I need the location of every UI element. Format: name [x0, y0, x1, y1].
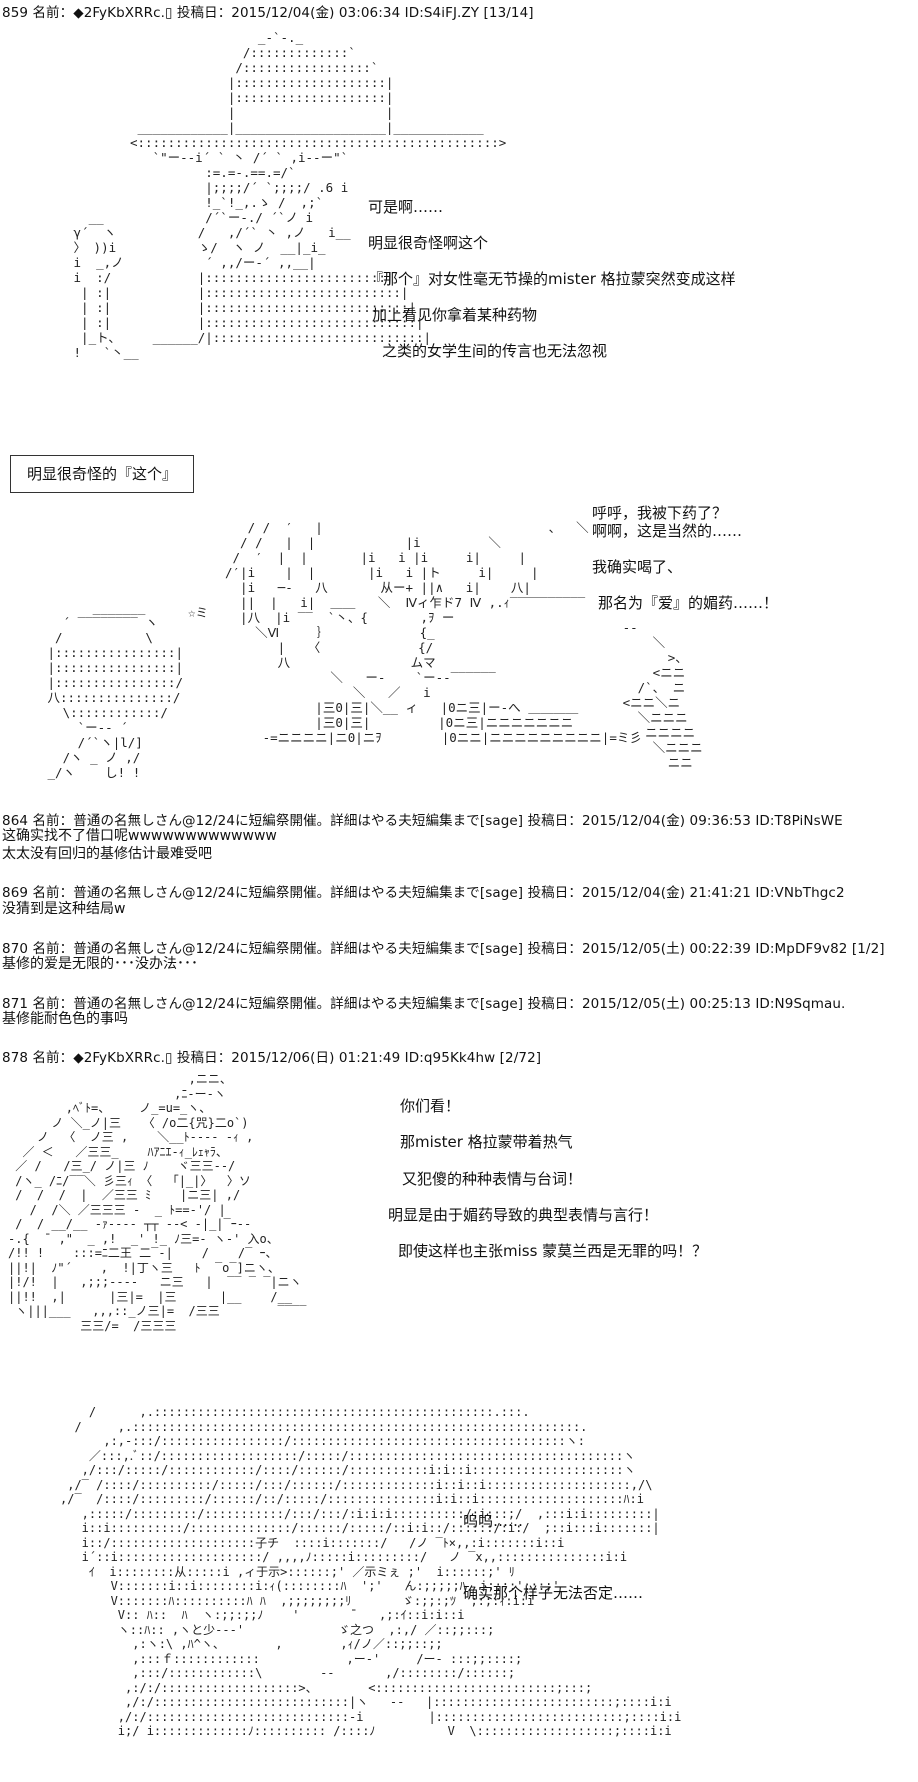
post-body-869: 没猜到是这种结局w — [2, 901, 126, 917]
ascii-art-scene-right: ‐‐ ＼ >、 <ニニ /`、 ニ <ニニ＼ニ ＼ニニニ ニニニニ ＼ニニニ ニ… — [622, 620, 703, 770]
dialogue-line: 呼呼，我被下药了？ — [592, 504, 728, 522]
dialogue-line: 明显是由于媚药导致的典型表情与言行！ — [388, 1206, 659, 1224]
post-body-870: 基修的爱是无限的･･･没办法･･･ — [2, 956, 198, 972]
post-header-859: 859 名前：◆2FyKbXRRc.▯ 投稿日：2015/12/04(金) 03… — [2, 5, 534, 21]
post-header-864: 864 名前：普通の名無しさん@12/24に短編祭開催。詳細はやる夫短編集まで[… — [2, 813, 843, 829]
ascii-art-crying-girl: / ,.::::::::::::::::::::::::::::::::::::… — [60, 1405, 682, 1738]
post-body-864: 太太没有回归的基修估计最难受吧 — [2, 846, 212, 862]
dialogue-line: 我确实喝了、 — [592, 558, 683, 576]
post-header-869: 869 名前：普通の名無しさん@12/24に短編祭開催。詳細はやる夫短編集まで[… — [2, 885, 845, 901]
dialogue-line: 那名为『爱』的媚药……！ — [598, 594, 779, 612]
dialogue-line: 加上看见你拿着某种药物 — [372, 306, 538, 324]
dialogue-line: 确实那个样子无法否定…… — [463, 1584, 644, 1602]
ascii-art-dramatic-scene: / / ′ | 、 ＼ / / | | |i ＼ / ′ | | |i i |i… — [225, 520, 642, 745]
caption-box: 明显很奇怪的『这个』 — [10, 455, 195, 493]
post-header-878: 878 名前：◆2FyKbXRRc.▯ 投稿日：2015/12/06(日) 01… — [2, 1050, 542, 1066]
ascii-art-small-child: __ γ´ ヽ 〉 ))i i _,ノ i :/ | :| | :| | :| … — [73, 210, 139, 360]
dialogue-line: 又犯傻的种种表情与台词！ — [402, 1170, 583, 1188]
dialogue-line: 『那个』对女性毫无节操的mister 格拉蒙突然变成这样 — [368, 270, 736, 288]
dialogue-line: 明显很奇怪啊这个 — [368, 234, 489, 252]
post-body-864: 这确实找不了借口呢wwwwwwwwwwwww — [2, 828, 277, 844]
ascii-art-potion-jar: _______ ´ ‾‾‾‾‾‾‾‾ ヽ / \ |::::::::::::::… — [47, 600, 183, 780]
dialogue-line: 那mister 格拉蒙带着热气 — [400, 1133, 573, 1151]
ascii-art-crowd: ,ニニ、 ,ﾆ‐ー-ヽ ,ﾍﾞﾄ=、 ノ_=u=_ヽ、 ノ ＼_ノ|三 〈 /o… — [8, 1072, 307, 1333]
dialogue-line: 可是啊…… — [368, 198, 444, 216]
dialogue-line: 你们看！ — [400, 1097, 461, 1115]
dialogue-line: 啊啊，这是当然的…… — [592, 522, 743, 540]
ascii-art-hat-figure: _-`‐._ /:::::::::::::` /::::::::::::::::… — [130, 30, 507, 345]
dialogue-line: 呜呜…… — [463, 1512, 524, 1530]
post-header-871: 871 名前：普通の名無しさん@12/24に短編祭開催。詳細はやる夫短編集まで[… — [2, 996, 846, 1012]
post-body-871: 基修能耐色色的事吗 — [2, 1011, 128, 1027]
dialogue-line: 之类的女学生间的传言也无法忽视 — [382, 342, 608, 360]
dialogue-line: 即使这样也主张miss 蒙莫兰西是无罪的吗！？ — [398, 1242, 708, 1260]
star-mark: ☆ミ — [188, 605, 209, 620]
post-header-870: 870 名前：普通の名無しさん@12/24に短編祭開催。詳細はやる夫短編集まで[… — [2, 941, 885, 957]
